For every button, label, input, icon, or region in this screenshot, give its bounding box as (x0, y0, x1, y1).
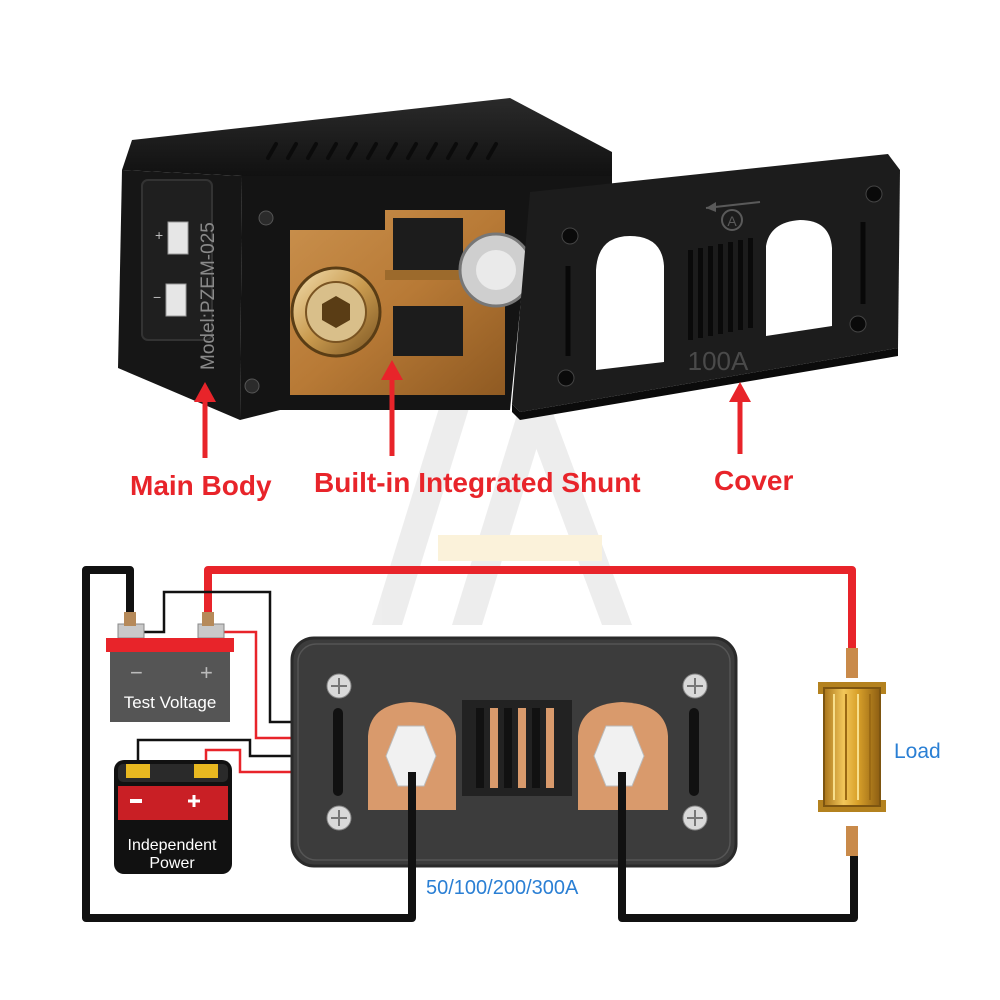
cover-vents (688, 238, 753, 340)
device-screws (326, 673, 708, 831)
independent-power-label-line1: Independent (128, 837, 218, 854)
current-ratings-label: 50/100/200/300A (426, 877, 579, 899)
power-plus-icon (188, 795, 200, 807)
sense-wires (136, 590, 292, 774)
shunt-label: Built-in Integrated Shunt (314, 467, 641, 498)
built-in-shunt (290, 210, 534, 395)
device-vents (462, 700, 572, 796)
main-body-label: Main Body (130, 470, 272, 501)
test-voltage-label: Test Voltage (124, 693, 217, 712)
cover-rating: 100A (688, 346, 749, 376)
test-voltage-plus: + (200, 660, 213, 685)
load-resistor (818, 648, 886, 856)
cover-plate: A 100A (512, 154, 900, 420)
cover-label: Cover (714, 465, 793, 496)
cover-marker: A (727, 213, 737, 229)
terminal-plus (167, 221, 189, 255)
main-body-device: + − Model:PZEM-025 (118, 98, 612, 420)
load-label: Load (894, 740, 941, 763)
model-text: Model:PZEM-025 (198, 222, 219, 370)
terminal-minus (165, 283, 187, 317)
test-voltage-battery: − + Test Voltage (106, 612, 234, 722)
independent-power-battery: Independent Power (114, 760, 232, 874)
terminal-minus-label: − (153, 289, 161, 305)
power-minus-icon (130, 799, 142, 803)
independent-power-label-line2: Power (149, 855, 195, 872)
top-vents (266, 142, 498, 160)
meter-device-top-view (290, 636, 738, 868)
callouts (194, 360, 751, 458)
watermark (372, 405, 632, 625)
test-voltage-minus: − (130, 660, 143, 685)
terminal-plus-label: + (155, 227, 163, 243)
